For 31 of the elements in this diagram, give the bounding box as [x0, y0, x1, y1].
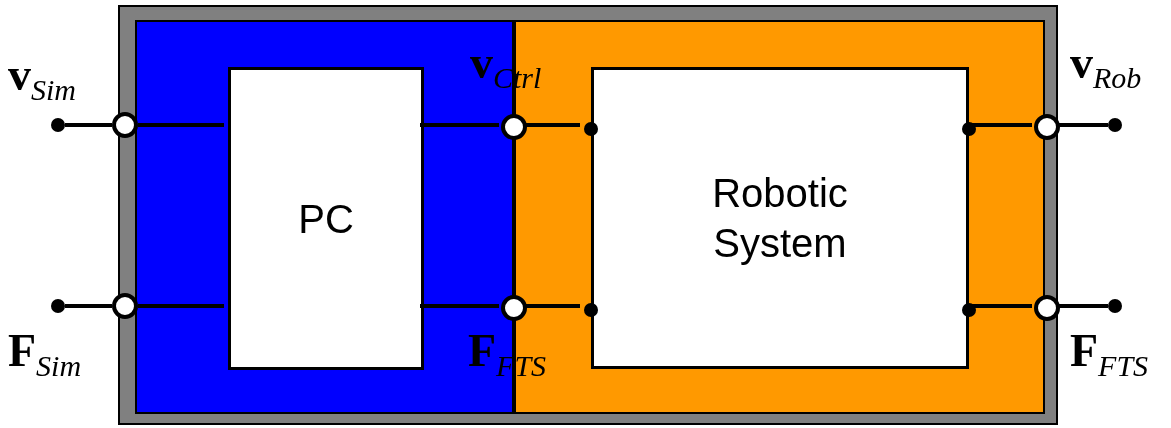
signal-line: [420, 123, 499, 127]
signal-line: [1058, 304, 1108, 308]
signal-line: [972, 304, 1032, 308]
port-circle: [1034, 114, 1060, 140]
signal-line: [525, 123, 580, 127]
port-circle: [112, 112, 138, 138]
signal-line: [65, 304, 112, 308]
signal-line: [65, 123, 112, 127]
port-label: F$_{Sim}$: [8, 328, 82, 381]
terminal-dot: [584, 303, 598, 317]
signal-line: [525, 304, 580, 308]
signal-line: [138, 123, 224, 127]
signal-line: [138, 304, 224, 308]
terminal-dot: [1108, 118, 1122, 132]
block-box: Robotic System: [591, 67, 969, 369]
terminal-dot: [51, 299, 65, 313]
port-label: v$_{Rob}$: [1070, 40, 1142, 93]
signal-line: [1058, 123, 1108, 127]
enclosure-frame: [118, 5, 1058, 425]
port-circle: [1034, 295, 1060, 321]
port-label: v$_{Sim}$: [8, 52, 76, 105]
port-label: F$_{FTS}$: [1070, 328, 1149, 381]
terminal-dot: [962, 122, 976, 136]
signal-line: [420, 304, 499, 308]
port-circle: [112, 293, 138, 319]
block-box: PC: [228, 67, 424, 370]
signal-line: [972, 123, 1032, 127]
terminal-dot: [1108, 299, 1122, 313]
terminal-dot: [51, 118, 65, 132]
terminal-dot: [962, 303, 976, 317]
terminal-dot: [584, 122, 598, 136]
